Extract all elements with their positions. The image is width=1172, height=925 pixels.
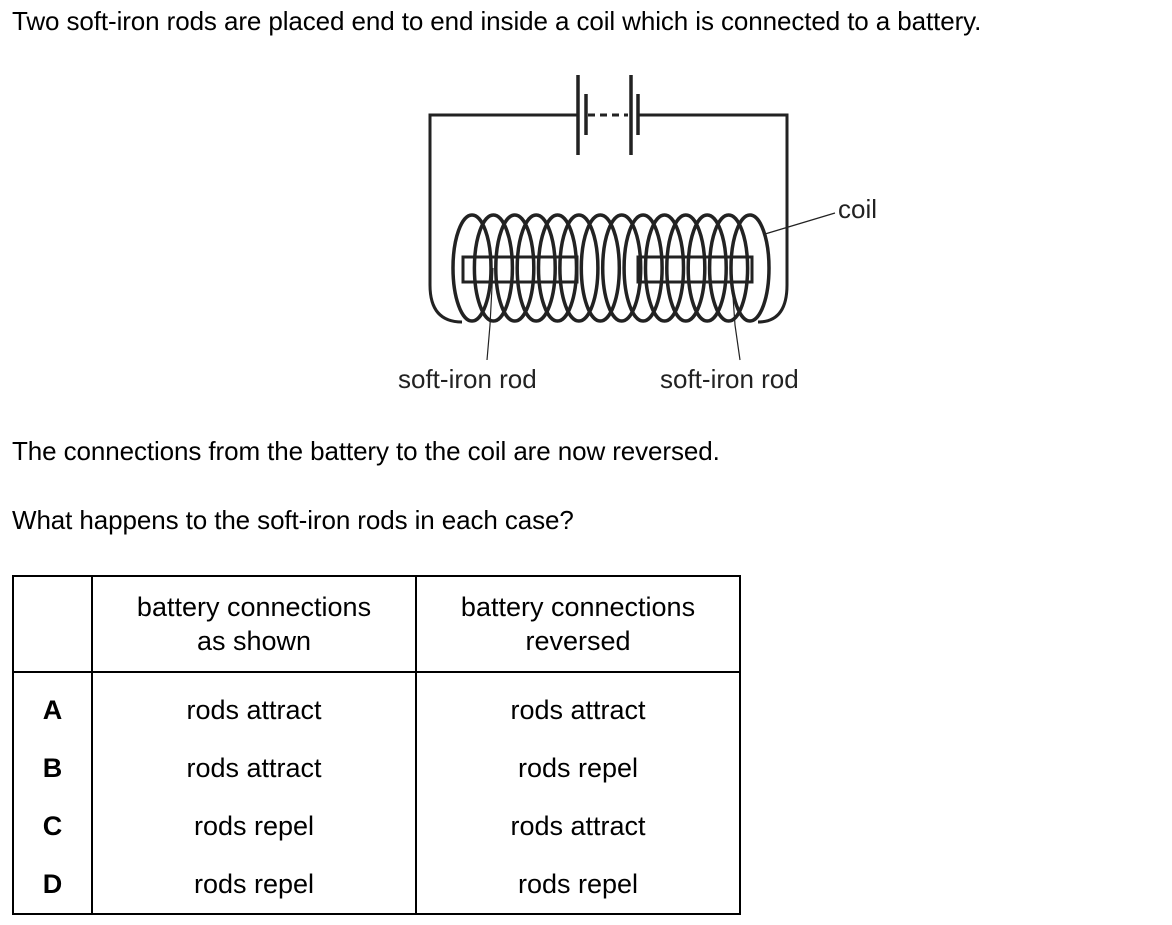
label-right-rod: soft-iron rod: [660, 364, 799, 394]
option-letter[interactable]: B: [13, 739, 93, 797]
option-letter[interactable]: D: [13, 855, 93, 914]
battery-icon: [576, 75, 640, 155]
option-row-d[interactable]: D rods repel rods repel: [13, 855, 740, 914]
question-statement: The connections from the battery to the …: [12, 436, 720, 466]
label-left-rod: soft-iron rod: [398, 364, 537, 394]
coil-turn: [494, 213, 536, 323]
question-prompt: What happens to the soft-iron rods in ea…: [12, 505, 574, 535]
coil-turn: [729, 213, 771, 323]
coil-turn: [707, 213, 750, 323]
option-letter[interactable]: C: [13, 797, 93, 855]
coil-turn: [472, 213, 515, 323]
soft-iron-rod-right: [636, 255, 754, 284]
option-as-shown: rods attract: [92, 739, 417, 797]
option-reversed: rods attract: [510, 810, 646, 841]
question-intro: Two soft-iron rods are placed end to end…: [12, 6, 982, 36]
coil-turn: [515, 213, 557, 323]
table-header-row: battery connections as shown battery con…: [13, 576, 740, 673]
coil-turn: [686, 213, 728, 323]
header-reversed-line2: reversed: [525, 626, 631, 656]
option-row-a[interactable]: A rods attract rods attract: [13, 672, 740, 739]
leader-right-rod: [730, 267, 741, 361]
coil-icon: [451, 213, 771, 323]
options-table: battery connections as shown battery con…: [12, 575, 741, 915]
option-reversed: rods repel: [517, 752, 639, 783]
header-letter: [13, 576, 93, 673]
coil-turn: [600, 213, 643, 323]
option-as-shown: rods attract: [92, 672, 417, 739]
option-as-shown: rods repel: [92, 797, 417, 855]
header-reversed: battery connections reversed: [416, 576, 740, 673]
header-as-shown: battery connections as shown: [92, 576, 417, 673]
option-as-shown: rods repel: [92, 855, 417, 914]
coil-turn: [536, 213, 579, 323]
label-coil: coil: [838, 194, 877, 224]
wire-right: [637, 113, 789, 324]
circuit-diagram: coil soft-iron rod soft-iron rod: [398, 75, 877, 394]
coil-turn: [579, 213, 622, 323]
coil-turn: [665, 213, 707, 323]
option-reversed: rods repel: [517, 868, 639, 899]
header-as-shown-line2: as shown: [196, 626, 312, 656]
soft-iron-rod-left: [461, 255, 579, 284]
option-row-c[interactable]: C rods repel rods attract: [13, 797, 740, 855]
coil-turn: [451, 213, 493, 323]
coil-turn: [622, 213, 664, 323]
leader-left-rod: [486, 267, 494, 361]
coil-turn: [558, 213, 600, 323]
header-reversed-line1: battery connections: [460, 592, 696, 622]
wire-left: [428, 113, 578, 324]
header-as-shown-line1: battery connections: [136, 592, 372, 622]
option-letter[interactable]: A: [13, 672, 93, 739]
option-reversed: rods attract: [510, 694, 646, 725]
coil-turn: [643, 213, 686, 323]
leader-coil: [764, 212, 836, 235]
option-row-b[interactable]: B rods attract rods repel: [13, 739, 740, 797]
